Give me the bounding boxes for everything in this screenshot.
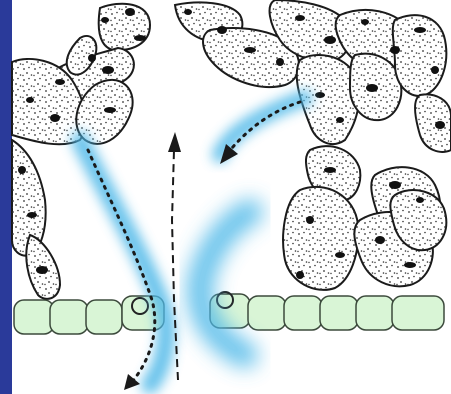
dark-spot (306, 216, 314, 224)
dark-spot (324, 167, 336, 173)
dark-spot (26, 97, 34, 103)
dark-spot (404, 262, 416, 268)
dark-spot (50, 114, 60, 122)
dark-spot (125, 8, 135, 16)
epithelial-cell (320, 296, 358, 330)
dark-spot (315, 92, 325, 98)
dark-spot (36, 266, 48, 274)
dark-spot (88, 54, 96, 62)
dark-spot (101, 17, 109, 23)
epithelial-cell (392, 296, 444, 330)
dark-spot (184, 9, 192, 15)
dark-spot (336, 117, 344, 123)
dark-spot (375, 236, 385, 244)
epithelial-cell (248, 296, 286, 330)
epithelial-cell (284, 296, 322, 330)
dark-spot (18, 166, 26, 174)
dark-spot (276, 58, 284, 66)
dark-spot (389, 181, 401, 189)
dark-spot (104, 107, 116, 113)
dark-spot (102, 66, 114, 74)
epithelial-cell (14, 300, 54, 334)
dark-spot (361, 19, 369, 25)
dark-spot (414, 27, 426, 33)
dark-spot (27, 212, 37, 218)
dark-spot (134, 35, 146, 41)
dark-spot (366, 84, 378, 92)
epithelial-cell (50, 300, 88, 334)
dark-spot (390, 46, 400, 54)
dark-spot (431, 66, 439, 74)
epithelial-cell (356, 296, 394, 330)
dark-spot (55, 79, 65, 85)
dark-spot (435, 121, 445, 129)
dark-spot (324, 36, 336, 44)
epithelial-cell (86, 300, 122, 334)
dark-spot (217, 26, 227, 34)
dark-spot (335, 252, 345, 258)
dark-spot (296, 271, 304, 279)
cell-speckle-texture (283, 187, 358, 290)
dark-spot (295, 15, 305, 21)
dark-spot (416, 197, 424, 203)
dark-spot (244, 47, 256, 53)
